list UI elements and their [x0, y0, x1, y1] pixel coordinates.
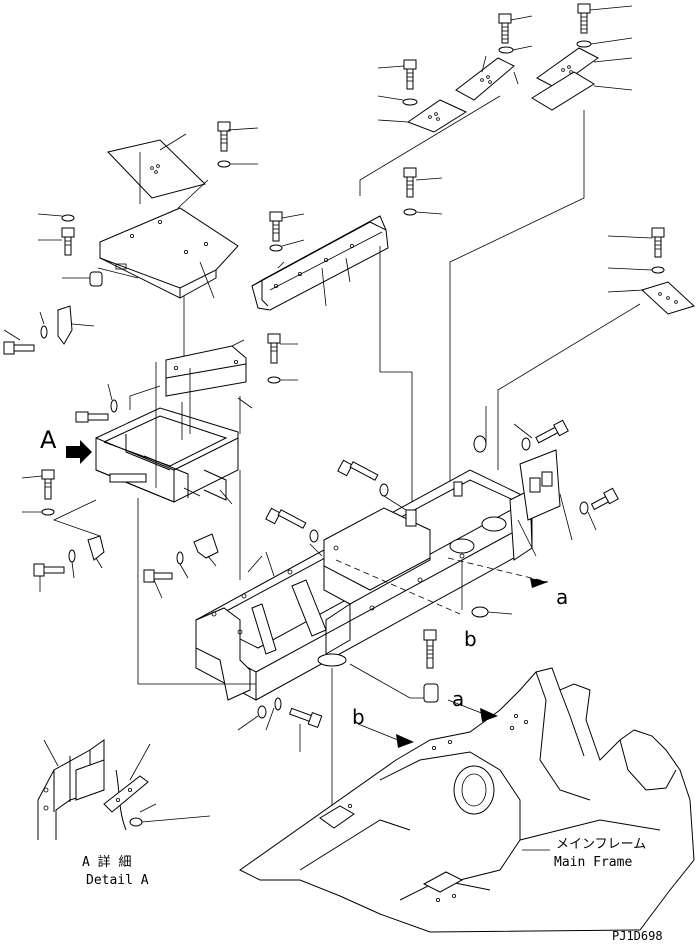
view-label-A: A	[40, 426, 57, 454]
cover-plate	[107, 139, 206, 199]
bolt-icon	[577, 3, 591, 34]
washer-icon	[267, 376, 281, 384]
bolt-icon	[337, 459, 379, 481]
long-bracket	[251, 221, 389, 311]
bolt-icon	[590, 487, 619, 511]
washer-icon	[40, 325, 48, 339]
bushing-icon	[423, 683, 439, 703]
detail-A-group: A 詳 細 Detail A	[37, 739, 211, 888]
washer-icon	[309, 529, 319, 543]
washer-icon	[176, 551, 184, 565]
boss-icon	[453, 765, 495, 815]
bolt-icon	[41, 469, 55, 500]
left-end-bracket	[195, 607, 251, 701]
bolt-icon	[403, 59, 417, 90]
cover-plate	[536, 47, 599, 89]
bolt-icon	[267, 333, 281, 364]
washer-icon	[61, 214, 75, 222]
washer-icon	[68, 549, 76, 563]
frame-label-b: b	[352, 705, 365, 729]
arrow-label-b: b	[464, 627, 477, 651]
washer-icon	[498, 46, 514, 54]
washer-icon	[651, 266, 665, 274]
bolt-icon	[535, 419, 569, 444]
washer-icon	[379, 483, 389, 497]
small-bracket	[193, 533, 219, 559]
latch-icon	[57, 305, 73, 345]
mount-pad	[449, 538, 475, 554]
arrow-label-a: a	[556, 585, 568, 609]
washer-icon	[576, 40, 592, 48]
washer-icon	[217, 160, 231, 168]
bolt-icon	[3, 341, 35, 355]
support-rib	[291, 579, 327, 637]
main-frame-label-jp: メインフレーム	[556, 837, 646, 852]
bolt-icon	[61, 227, 75, 256]
top-right-cover-group	[359, 3, 633, 488]
main-frame-group: a b メインフレーム Main Frame	[239, 667, 695, 933]
bolt-icon	[75, 411, 109, 423]
detail-bracket	[103, 775, 149, 813]
support-rib	[251, 603, 277, 655]
arrow-head-icon	[530, 578, 548, 588]
washer-icon	[579, 501, 589, 515]
clip-icon	[87, 535, 105, 561]
main-frame-label-en: Main Frame	[554, 855, 632, 870]
bolt-icon	[217, 121, 231, 152]
detail-label-en: Detail A	[86, 873, 149, 888]
detail-label-jp: A 詳 細	[82, 854, 131, 870]
washer-icon	[41, 508, 55, 516]
washer-icon	[521, 437, 531, 451]
bolt-icon	[143, 569, 173, 583]
nut-icon	[471, 606, 489, 618]
mount-pad	[481, 516, 507, 532]
detail-plate	[75, 759, 105, 801]
washer-icon	[403, 208, 417, 216]
slot-icon	[529, 477, 541, 493]
bolt-icon	[269, 211, 283, 242]
bolt-icon	[498, 13, 512, 44]
bolt-icon	[265, 507, 307, 529]
bottom-bolt-group	[237, 629, 439, 820]
bolt-icon	[33, 563, 65, 577]
cover-plate	[641, 281, 695, 315]
battery-box	[95, 407, 239, 503]
cover-plate	[406, 99, 468, 133]
drawing-number: PJ1D698	[612, 929, 663, 943]
top-bracket-group	[251, 167, 443, 510]
arrow-head-icon	[396, 734, 414, 748]
washer-icon	[402, 98, 418, 106]
washer-icon	[274, 697, 282, 711]
view-arrow-icon	[66, 440, 92, 464]
mount-pad	[422, 871, 464, 893]
cover-plate	[455, 57, 515, 101]
box-handle	[109, 473, 147, 483]
washer-icon	[257, 705, 267, 719]
mount-bracket	[99, 207, 239, 289]
cover-plate	[531, 71, 595, 111]
washer-icon	[269, 244, 283, 252]
upper-left-plate-group	[3, 121, 259, 360]
washer-icon	[110, 399, 118, 413]
washer-icon	[473, 435, 487, 453]
mount-pad	[317, 653, 347, 667]
base-frame-group: a b	[137, 362, 619, 701]
bolt-icon	[423, 629, 437, 669]
post-icon	[453, 481, 463, 497]
slot-icon	[541, 471, 553, 487]
left-side-group	[33, 533, 219, 599]
bolt-icon	[403, 167, 417, 198]
arrow-head-icon	[480, 708, 498, 722]
washer-icon	[129, 817, 143, 827]
bolt-icon	[288, 707, 323, 728]
mount-pad	[319, 805, 355, 829]
post-icon	[405, 509, 417, 527]
battery-box-group: A	[21, 333, 298, 537]
nut-icon	[89, 271, 103, 287]
bolt-icon	[651, 227, 665, 258]
right-plate-group	[497, 227, 695, 470]
frame-label-a: a	[452, 687, 464, 711]
